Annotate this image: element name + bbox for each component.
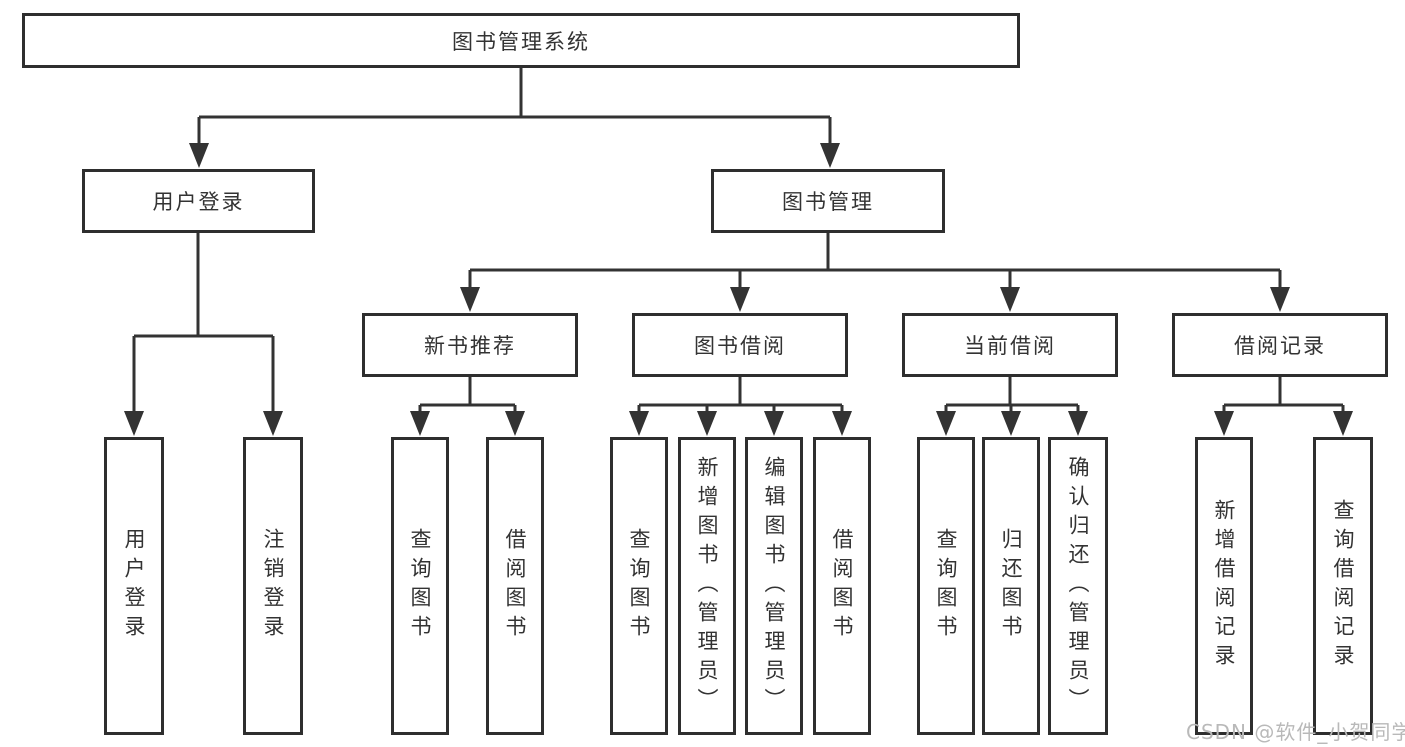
connector-root-split bbox=[197, 68, 832, 147]
node-new-book-recommendation: 新书推荐 bbox=[362, 313, 578, 377]
connector-borrow-records-split bbox=[1222, 377, 1345, 415]
connector-book-mgmt-split bbox=[468, 232, 1282, 291]
leaf-bb-add-book-admin: 新增图书（管理员） bbox=[678, 437, 736, 735]
node-root: 图书管理系统 bbox=[22, 13, 1020, 68]
connector-new-book-rec-split bbox=[418, 377, 517, 415]
leaf-cb-return-book: 归还图书 bbox=[982, 437, 1040, 735]
connector-book-borrow-split bbox=[637, 377, 844, 415]
leaf-br-add-record: 新增借阅记录 bbox=[1195, 437, 1253, 735]
node-book-management: 图书管理 bbox=[711, 169, 945, 233]
leaf-bb-edit-book-admin: 编辑图书（管理员） bbox=[745, 437, 803, 735]
node-current-borrowing: 当前借阅 bbox=[902, 313, 1118, 377]
arrowheads bbox=[124, 143, 1353, 436]
node-user-login: 用户登录 bbox=[82, 169, 315, 233]
leaf-cb-query-book: 查询图书 bbox=[917, 437, 975, 735]
node-book-borrowing: 图书借阅 bbox=[632, 313, 848, 377]
connector-user-login-split bbox=[132, 232, 275, 415]
csdn-watermark: CSDN @软件_小贺同学 bbox=[1186, 720, 1405, 744]
connector-current-borrow-split bbox=[944, 377, 1080, 415]
leaf-user-login: 用户登录 bbox=[104, 437, 164, 735]
leaf-logout: 注销登录 bbox=[243, 437, 303, 735]
node-borrow-records: 借阅记录 bbox=[1172, 313, 1388, 377]
leaf-bb-borrow-book: 借阅图书 bbox=[813, 437, 871, 735]
leaf-br-query-record: 查询借阅记录 bbox=[1313, 437, 1373, 735]
leaf-rec-borrow-book: 借阅图书 bbox=[486, 437, 544, 735]
leaf-bb-query-book: 查询图书 bbox=[610, 437, 668, 735]
leaf-cb-confirm-return-admin: 确认归还（管理员） bbox=[1048, 437, 1108, 735]
leaf-rec-query-book: 查询图书 bbox=[391, 437, 449, 735]
